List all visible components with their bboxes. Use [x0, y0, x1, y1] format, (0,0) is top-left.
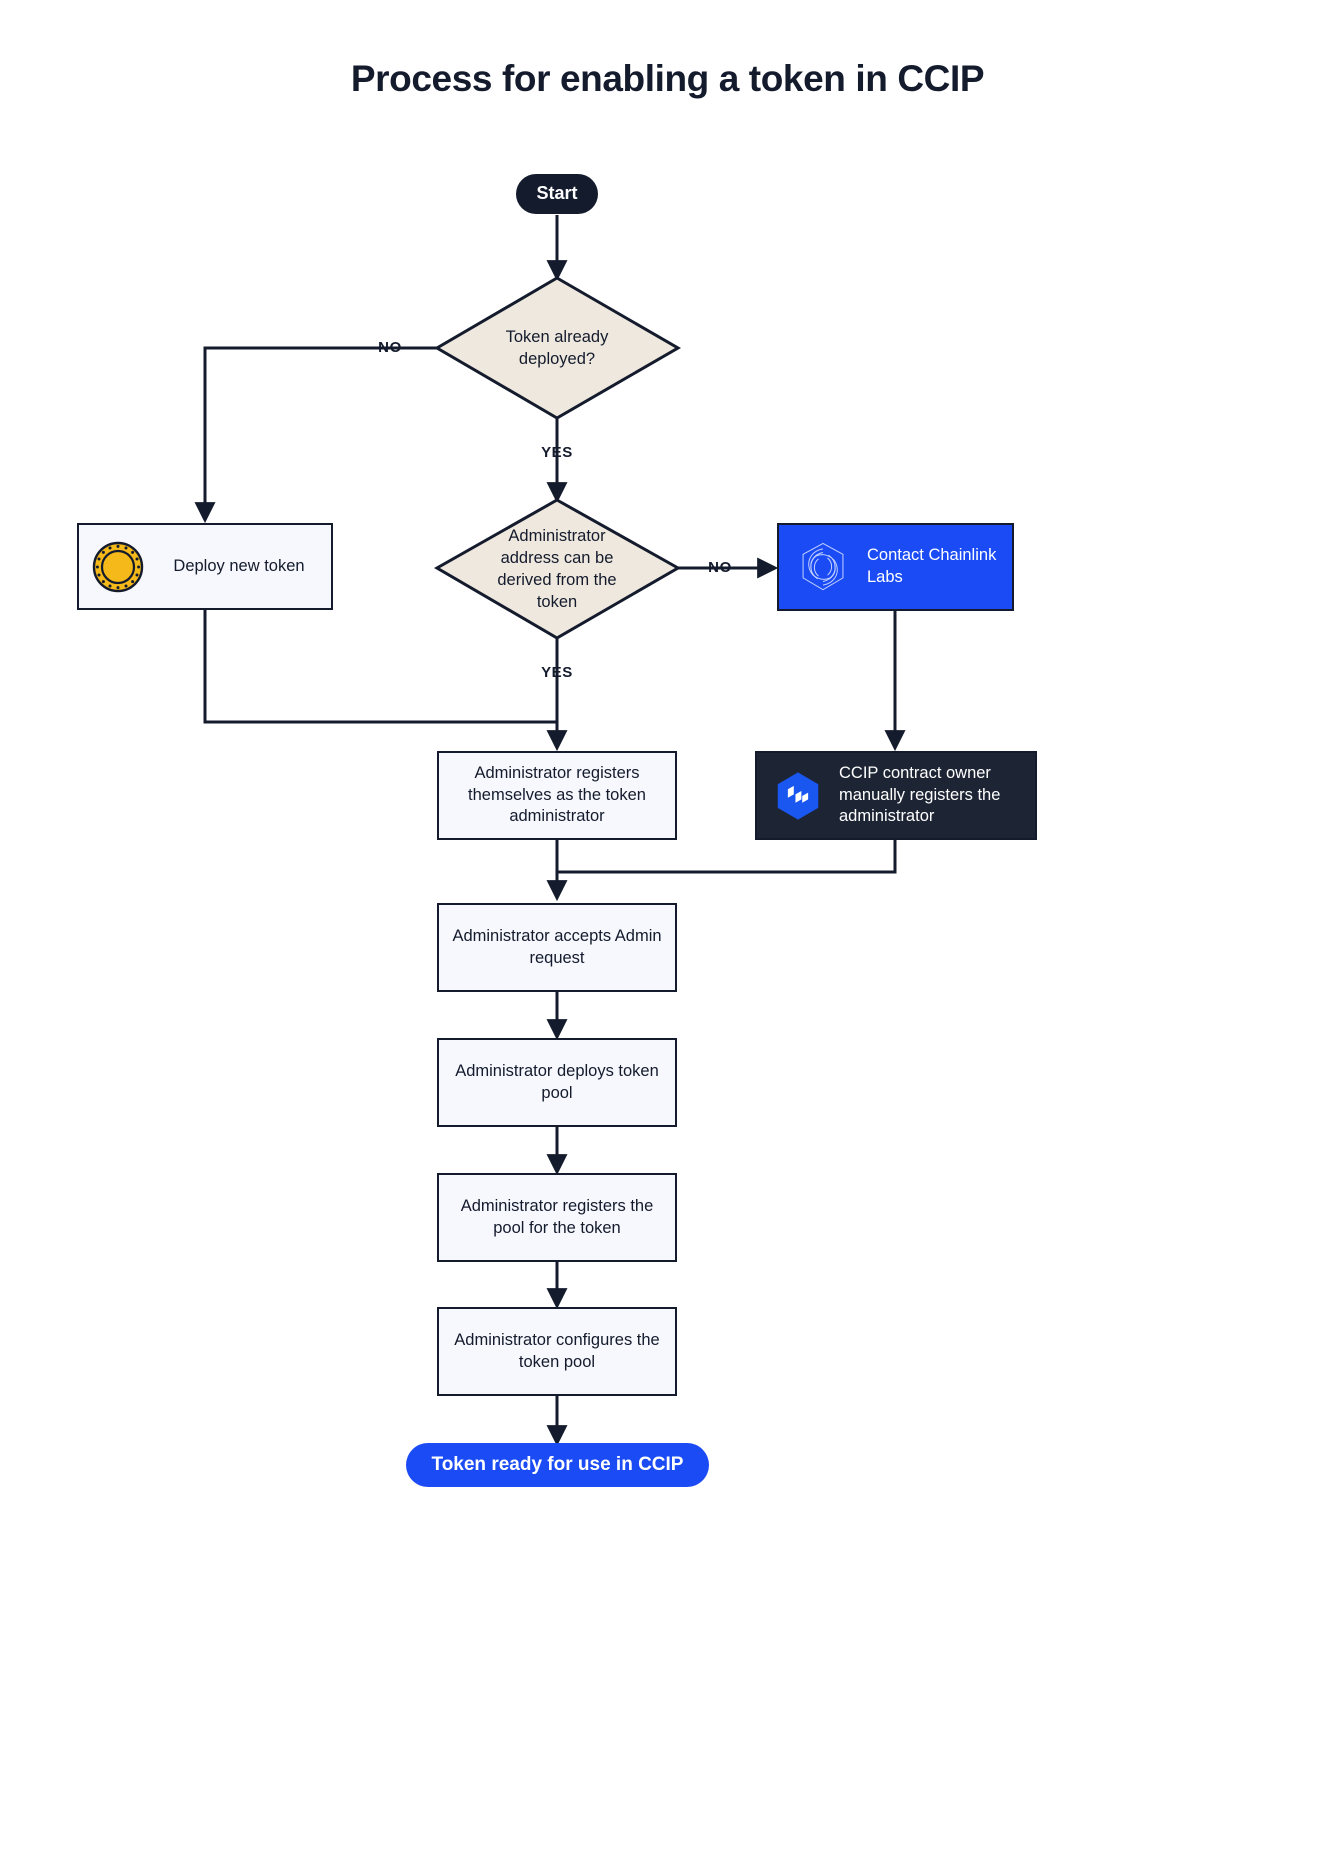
edge-label-derived-yes: YES [541, 664, 573, 681]
node-admin-registers-self[interactable]: Administrator registers themselves as th… [437, 751, 677, 840]
edge-label-derived-no: NO [708, 559, 732, 576]
node-token-ready-label: Token ready for use in CCIP [431, 1454, 684, 1476]
node-deploy-new-token[interactable]: Deploy new token [77, 523, 333, 610]
page-title: Process for enabling a token in CCIP [350, 58, 985, 99]
decision-token-deployed-shape[interactable] [434, 276, 681, 420]
edge-label-deployed-no: NO [378, 339, 402, 356]
node-admin-configures-pool-label: Administrator configures the token pool [454, 1330, 660, 1371]
node-admin-accepts-request[interactable]: Administrator accepts Admin request [437, 903, 677, 992]
node-admin-registers-self-label: Administrator registers themselves as th… [468, 763, 646, 826]
edge-deployed-no [194, 346, 437, 524]
node-admin-registers-pool[interactable]: Administrator registers the pool for the… [437, 1173, 677, 1262]
node-token-ready[interactable]: Token ready for use in CCIP [406, 1443, 709, 1487]
node-start[interactable]: Start [516, 174, 598, 214]
node-admin-accepts-request-label: Administrator accepts Admin request [452, 926, 662, 967]
gold-coin-icon [79, 540, 157, 594]
edge-deploy-merge [203, 610, 557, 724]
node-admin-deploys-pool[interactable]: Administrator deploys token pool [437, 1038, 677, 1127]
node-ccip-owner-registers-admin-label: CCIP contract owner manually registers t… [839, 763, 1001, 826]
node-admin-registers-pool-label: Administrator registers the pool for the… [460, 1196, 654, 1237]
edge-label-deployed-yes: YES [541, 444, 573, 461]
ccip-logo-icon [757, 769, 839, 823]
chainlink-logo-icon [779, 538, 867, 596]
node-admin-deploys-pool-label: Administrator deploys token pool [455, 1061, 659, 1102]
node-contact-chainlink-labs-label: Contact Chainlink Labs [867, 546, 997, 586]
node-deploy-new-token-label: Deploy new token [173, 556, 305, 575]
node-contact-chainlink-labs[interactable]: Contact Chainlink Labs [777, 523, 1014, 611]
node-ccip-owner-registers-admin[interactable]: CCIP contract owner manually registers t… [755, 751, 1037, 840]
edge-owner-merge [557, 840, 897, 874]
node-start-label: Start [536, 183, 578, 204]
node-admin-configures-pool[interactable]: Administrator configures the token pool [437, 1307, 677, 1396]
decision-admin-derived-shape[interactable] [433, 498, 682, 640]
